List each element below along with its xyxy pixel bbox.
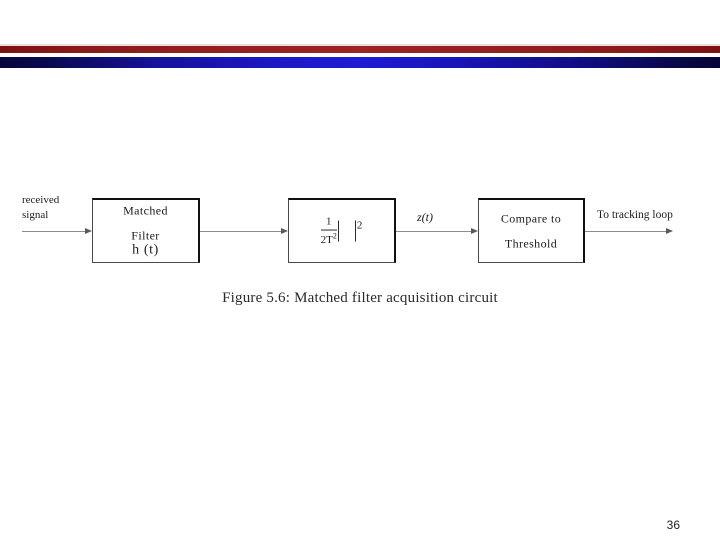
input-signal-label: received signal (22, 193, 59, 223)
input-signal-label-line2: signal (22, 209, 49, 221)
input-signal-label-line1: received (22, 194, 60, 206)
block-matched-filter-content: Matched Filter h (t) (93, 205, 198, 258)
fraction-denominator-exponent: 2 (332, 231, 337, 241)
block-compare-threshold-content: Compare to Threshold (479, 213, 583, 250)
figure-caption: Figure 5.6: Matched filter acquisition c… (222, 290, 498, 306)
header-rule-blue (0, 57, 720, 68)
fraction-denominator: 2T2 (321, 230, 337, 246)
header-rule-red (0, 46, 720, 53)
block-magnitude-squared: 1 2T2 2 (288, 198, 396, 263)
block-matched-filter-line2: Filter (131, 228, 160, 243)
block-compare-threshold: Compare to Threshold (478, 198, 585, 263)
block-magnitude-squared-content: 1 2T2 2 (289, 216, 394, 247)
absolute-value-bar-right (354, 220, 356, 242)
arrowhead-magnitude-squared-input (281, 228, 288, 234)
block-matched-filter-line3: h (t) (132, 242, 159, 258)
signal-label-zt: z(t) (417, 210, 433, 224)
block-compare-threshold-line2: Threshold (504, 236, 558, 251)
page-number: 36 (666, 518, 680, 532)
absolute-value-exponent: 2 (356, 219, 363, 232)
output-label-to-tracking-loop: To tracking loop (597, 209, 673, 221)
block-compare-threshold-line1: Compare to (500, 211, 562, 226)
wire-input-to-matched-filter (22, 231, 88, 232)
fraction-denominator-base: 2T (320, 233, 333, 246)
arrowhead-output (666, 228, 673, 234)
wire-magnitude-squared-to-compare-threshold (396, 231, 472, 232)
slide-header-rules (0, 0, 720, 72)
header-rule-highlight (0, 44, 720, 46)
wire-compare-threshold-to-tracking-loop (585, 231, 667, 232)
fraction-numerator: 1 (320, 216, 337, 231)
arrowhead-compare-threshold-input (471, 228, 478, 234)
absolute-value-bar-left (337, 220, 339, 242)
fraction-one-over-two-t-squared: 1 2T2 (320, 216, 337, 247)
arrowhead-input (85, 228, 92, 234)
block-matched-filter: Matched Filter h (t) (92, 198, 200, 263)
wire-matched-filter-to-magnitude-squared (200, 231, 282, 232)
block-matched-filter-line1: Matched (123, 203, 168, 218)
